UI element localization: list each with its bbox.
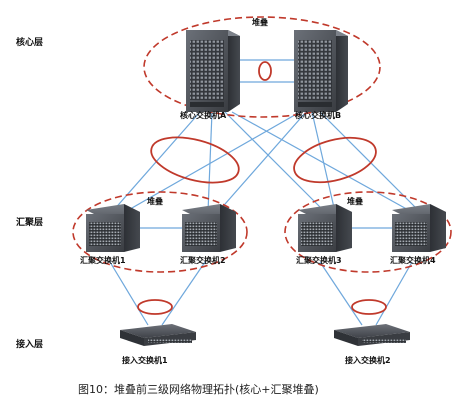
link-core-a-agg-3 [224, 111, 326, 213]
link-agg-3-access-2 [319, 261, 363, 326]
agg-right-stack-label: 堆叠 [347, 197, 363, 206]
agg-switch-3-icon [298, 204, 352, 252]
access-switch-2-icon [334, 324, 410, 346]
link-agg-1-access-1 [109, 261, 149, 326]
core-stack-label: 堆叠 [252, 18, 268, 27]
agg-right-stack-ellipse [284, 191, 452, 273]
agg-switch-4-icon [392, 204, 446, 252]
links [109, 59, 421, 326]
stack-groups [72, 16, 452, 273]
access-switch-1-icon [120, 324, 196, 346]
core-switch-a-icon [186, 30, 240, 112]
link-core-a-agg-4 [231, 111, 413, 213]
core-stack-ellipse [143, 16, 381, 118]
access-switch-2-label: 接入交换机2 [345, 356, 391, 365]
core-switch-b-icon [294, 30, 348, 112]
agg-left-uplink-ring [150, 136, 240, 184]
link-core-b-agg-2 [217, 111, 307, 213]
agg-switch-1-icon [86, 204, 140, 252]
agg-left-stack-label: 堆叠 [147, 197, 163, 206]
agg-switch-4-label: 汇聚交换机4 [390, 256, 436, 265]
core-link-ring [258, 61, 272, 81]
core-switch-a-label: 核心交换机A [180, 111, 227, 120]
agg-switch-2-icon [182, 204, 236, 252]
access-2-uplink-ring [351, 299, 387, 315]
link-core-b-agg-1 [124, 111, 301, 213]
link-agg-4-access-2 [375, 261, 413, 326]
core-layer-label: 核心层 [16, 38, 44, 48]
access-switch-1-label: 接入交换机1 [122, 356, 168, 365]
link-core-b-agg-3 [311, 111, 336, 213]
agg-left-stack-ellipse [72, 191, 248, 273]
aggregation-layer-label: 汇聚层 [16, 218, 44, 228]
link-core-a-agg-2 [207, 111, 213, 213]
link-agg-2-access-1 [161, 261, 206, 326]
agg-right-uplink-ring [293, 136, 377, 184]
agg-switch-1-label: 汇聚交换机1 [80, 256, 126, 265]
access-layer-label: 接入层 [16, 340, 44, 350]
figure-caption: 图10：堆叠前三级网络物理拓扑(核心+汇聚堆叠) [78, 383, 319, 396]
access-1-uplink-ring [137, 299, 173, 315]
agg-switch-2-label: 汇聚交换机2 [180, 256, 226, 265]
core-switch-b-label: 核心交换机B [295, 111, 342, 120]
agg-switch-3-label: 汇聚交换机3 [296, 256, 342, 265]
link-aggregation-rings [137, 61, 387, 315]
